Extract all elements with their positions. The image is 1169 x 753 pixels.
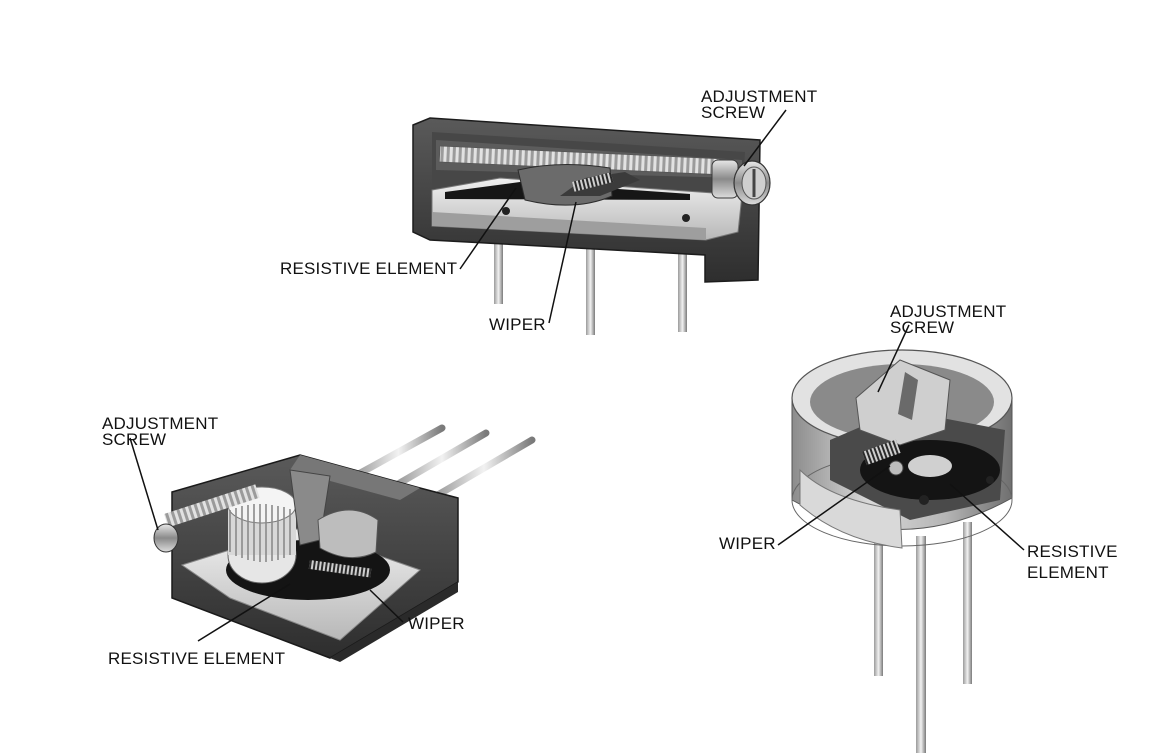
leader-lines (129, 109, 1025, 642)
leader-line (743, 109, 787, 167)
label-line: SCREW (701, 103, 766, 122)
label-line: ADJUSTMENT (890, 302, 1007, 321)
pin (678, 232, 687, 332)
label-line: ADJUSTMENT (701, 87, 818, 106)
right-adjustment-screw-label: ADJUSTMENT SCREW (890, 302, 1007, 337)
leader-line (369, 589, 404, 623)
top-adjustment-screw-label: ADJUSTMENT SCREW (701, 87, 818, 122)
left-wiper-label: WIPER (408, 614, 465, 633)
left-resistive-element-label: RESISTIVE ELEMENT (108, 649, 286, 668)
leader-line (129, 437, 159, 531)
leader-line (459, 187, 517, 270)
pin (394, 429, 490, 488)
wiper-contact (571, 172, 614, 192)
pin (494, 232, 503, 304)
rectangular-trimmer-drawing (412, 117, 771, 335)
wiper-contact (308, 560, 372, 578)
label-line: ADJUSTMENT (102, 414, 219, 433)
rotor (317, 509, 379, 559)
pin (586, 240, 595, 335)
left-adjustment-screw-label: ADJUSTMENT SCREW (102, 414, 219, 449)
label-line: ELEMENT (1027, 563, 1109, 582)
label-line: RESISTIVE (1027, 542, 1118, 561)
wiper-contact (862, 439, 901, 466)
right-resistive-element-label: RESISTIVE ELEMENT (1027, 541, 1118, 583)
round-trimmer-drawing (791, 349, 1013, 753)
square-trimmer-drawing (153, 424, 536, 662)
pin (916, 536, 926, 753)
leader-line (877, 324, 910, 393)
pin (963, 522, 972, 684)
pin (874, 530, 883, 676)
pin (351, 424, 446, 480)
leader-line (197, 583, 291, 642)
pin (432, 436, 536, 500)
right-wiper-label: WIPER (719, 534, 776, 553)
label-line: SCREW (890, 318, 955, 337)
gear (227, 486, 297, 584)
adjustment-screw-shaft (164, 484, 260, 528)
top-wiper-label: WIPER (489, 315, 546, 334)
label-line: SCREW (102, 430, 167, 449)
top-resistive-element-label: RESISTIVE ELEMENT (280, 259, 458, 278)
leader-line (777, 465, 891, 546)
leader-line (949, 483, 1025, 551)
leader-line (548, 201, 577, 324)
